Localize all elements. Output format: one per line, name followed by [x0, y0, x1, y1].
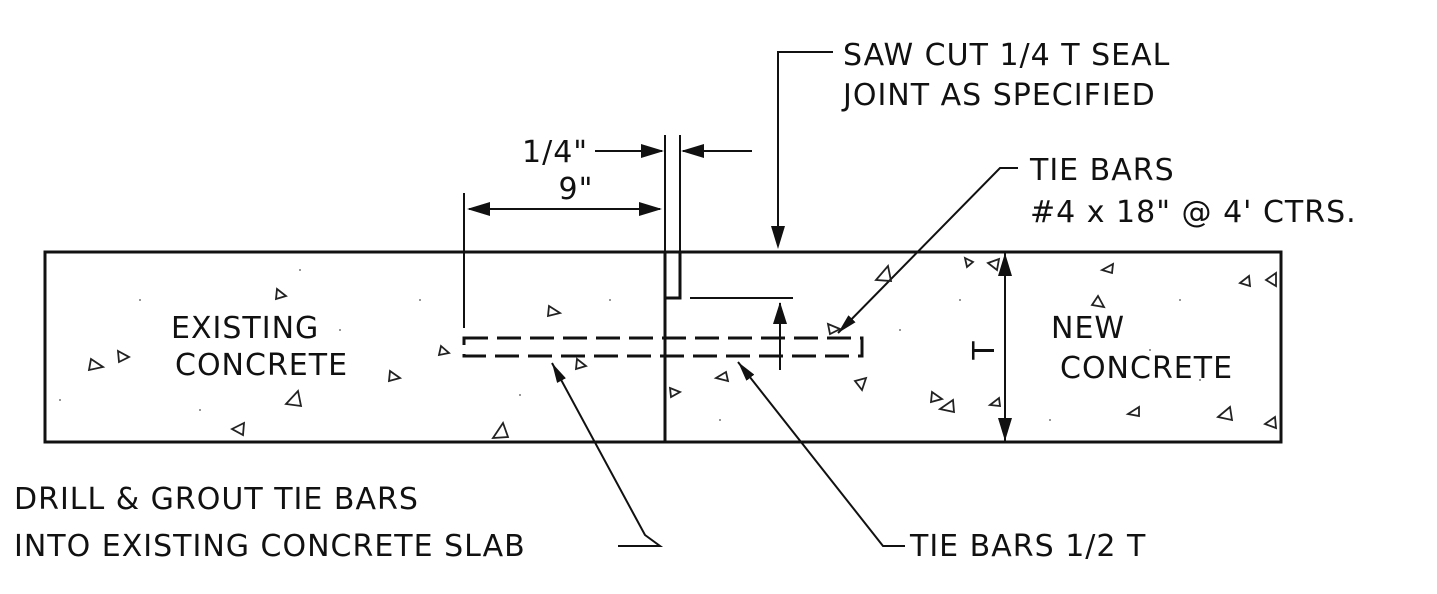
- tie-bars-half-label: TIE BARS 1/2 T: [909, 529, 1146, 564]
- tie-bars-top-label-line1: TIE BARS: [1029, 153, 1175, 188]
- drill-grout-label-line2: INTO EXISTING CONCRETE SLAB: [14, 529, 526, 564]
- saw-cut-notch: [663, 252, 682, 300]
- existing-slab: [43, 250, 667, 444]
- saw-cut-label-line1: SAW CUT 1/4 T SEAL: [843, 38, 1170, 73]
- tie-bars-top-leader: [837, 167, 1018, 334]
- existing-concrete-label-line1: EXISTING: [171, 311, 319, 346]
- tie-bar-depth-dimension: [690, 297, 793, 370]
- embed-dimension: [463, 193, 662, 328]
- saw-cut-label-line2: JOINT AS SPECIFIED: [841, 78, 1156, 113]
- concrete-speckles: [59, 269, 1201, 421]
- new-concrete-label-line2: CONCRETE: [1060, 351, 1233, 386]
- new-concrete-label-line1: NEW: [1051, 311, 1125, 346]
- drill-grout-leader: [551, 362, 664, 547]
- saw-cut-leader: [771, 51, 833, 249]
- embed-dimension-label: 9": [559, 172, 594, 207]
- thickness-label: T: [967, 340, 1002, 360]
- tie-bars-top-label-line2: #4 x 18" @ 4' CTRS.: [1030, 195, 1357, 230]
- aggregate-symbols: [87, 256, 1278, 440]
- existing-concrete-label-line2: CONCRETE: [175, 348, 348, 383]
- drill-grout-label-line1: DRILL & GROUT TIE BARS: [14, 482, 419, 517]
- tie-bar: [462, 336, 864, 358]
- new-slab: [663, 250, 1283, 444]
- gap-dimension-label: 1/4": [522, 135, 588, 170]
- gap-dimension: [595, 135, 752, 252]
- thickness-dimension: [998, 252, 1012, 442]
- tie-bars-half-leader: [737, 361, 905, 547]
